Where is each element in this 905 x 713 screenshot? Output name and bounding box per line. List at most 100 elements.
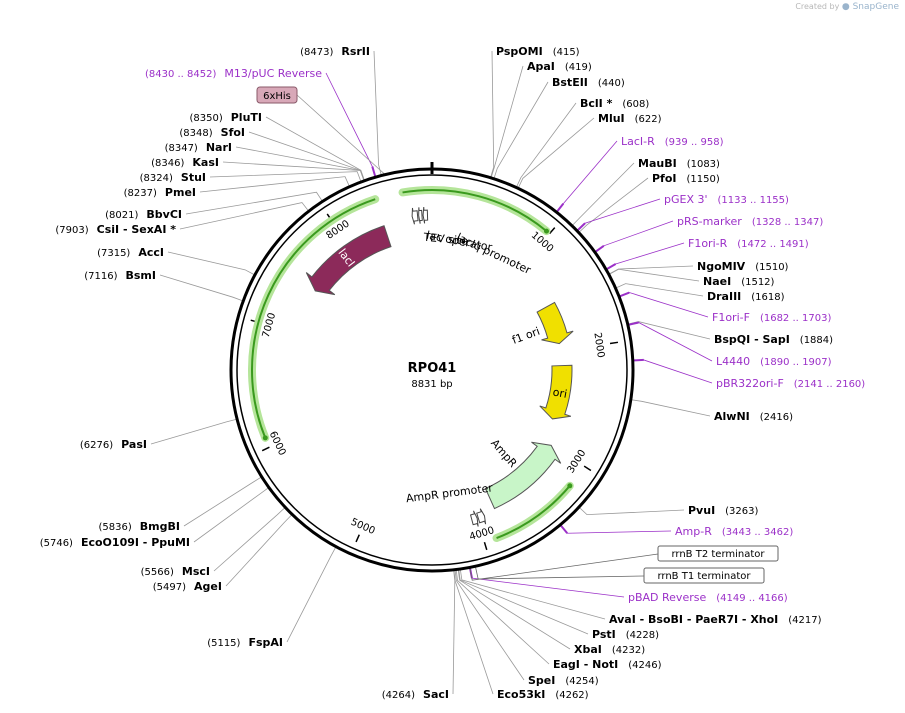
enzyme-label[interactable]: BstEII(440) [552,76,625,89]
rrnb-t1-terminator[interactable]: rrnB T1 terminator [643,567,765,584]
enzyme-label[interactable]: BclI *(608) [580,97,649,110]
plasmid-length: 8831 bp [411,379,452,390]
feature-ampr[interactable] [484,441,562,510]
primer-label[interactable]: F1ori-R(1472 .. 1491) [688,237,809,250]
enzyme-position: (5115) [207,638,240,649]
regulatory-element[interactable] [476,508,487,525]
enzyme-name: ApaI [527,60,555,73]
ring-tick-label: 4000 [468,525,496,543]
enzyme-label[interactable]: MauBI(1083) [638,157,720,170]
enzyme-label[interactable]: EagI - NotI(4246) [553,658,662,671]
enzyme-label[interactable]: AvaI - BsoBI - PaeR7I - XhoI(4217) [609,613,822,626]
enzyme-label[interactable]: RsrII(8473) [300,45,370,58]
enzyme-label[interactable]: PspOMI(415) [496,45,580,58]
ring-tick-label: 5000 [349,517,377,537]
feature-f1-ori[interactable] [536,301,574,345]
feature-label-inside: ori [552,386,568,401]
ring-tick [483,541,488,551]
primer-label[interactable]: pRS-marker(1328 .. 1347) [677,215,823,228]
enzyme-label[interactable]: PvuI(3263) [688,504,759,517]
enzyme-name: SacI [423,688,449,701]
enzyme-name: KasI [192,156,219,169]
enzyme-label[interactable]: AccI(7315) [97,246,164,259]
enzyme-label[interactable]: XbaI(4232) [574,643,645,656]
tag-6xhis[interactable]: 6xHis [256,86,298,104]
regulatory-element[interactable] [411,207,419,225]
connector-line [199,176,350,193]
enzyme-label[interactable]: FspAI(5115) [207,636,283,649]
enzyme-label[interactable]: PmeI(8237) [124,186,196,199]
enzyme-label[interactable]: MscI(5566) [141,565,210,578]
primer-range: (939 .. 958) [665,137,724,148]
enzyme-label[interactable]: BspQI - SapI(1884) [714,333,833,346]
feature-arc-tip [262,435,268,441]
enzyme-label[interactable]: BmgBI(5836) [99,520,180,533]
enzyme-name: PluTI [231,111,262,124]
connector-line [469,567,625,598]
primer-site-mark [594,244,605,254]
enzyme-label[interactable]: Eco53kI(4262) [497,688,589,701]
primer-name: L4440 [716,355,750,368]
enzyme-label[interactable]: AgeI(5497) [153,580,222,593]
enzyme-label[interactable]: BsmI(7116) [84,269,156,282]
ring-tick [548,227,556,235]
enzyme-label[interactable]: PstI(4228) [592,628,659,641]
primer-label[interactable]: pGEX 3'(1133 .. 1155) [664,193,789,206]
connector-line [578,177,649,233]
primer-label[interactable]: pBAD Reverse(4149 .. 4166) [628,591,788,604]
enzyme-position: (5836) [99,522,132,533]
enzyme-label[interactable]: NgoMIV(1510) [697,260,789,273]
primer-label[interactable]: F1ori-F(1682 .. 1703) [712,311,831,324]
primer-site-mark [559,524,569,534]
primer-label[interactable]: L4440(1890 .. 1907) [716,355,832,368]
connector-line [632,359,713,384]
connector-line [608,265,694,275]
rrnb-t2-terminator[interactable]: rrnB T2 terminator [657,545,779,562]
enzyme-position: (1884) [800,335,833,346]
connector-line [490,50,495,178]
enzyme-label[interactable]: SacI(4264) [382,688,449,701]
connector-line [167,251,256,276]
primer-site-mark [576,222,586,232]
rrnb-t2-label: rrnB T2 terminator [671,549,765,560]
regulatory-element[interactable] [469,510,479,527]
connector-line [630,399,711,417]
feature-ori[interactable] [539,364,573,420]
enzyme-position: (8350) [189,113,222,124]
ring-tick-label: 3000 [566,448,589,475]
enzyme-label[interactable]: NaeI(1512) [703,275,775,288]
connector-line [159,274,244,302]
primer-label[interactable]: pBR322ori-F(2141 .. 2160) [716,377,865,390]
regulatory-element[interactable] [422,206,429,224]
regulatory-element[interactable] [418,207,423,224]
enzyme-label[interactable]: CsiI - SexAI *(7903) [55,223,176,236]
enzyme-label[interactable]: EcoO109I - PpuMI(5746) [40,536,190,549]
enzyme-label[interactable]: ApaI(419) [527,60,592,73]
enzyme-name: MauBI [638,157,677,170]
enzyme-label[interactable]: KasI(8346) [151,156,219,169]
enzyme-label[interactable]: PasI(6276) [80,438,147,451]
enzyme-label[interactable]: SpeI(4254) [528,674,599,687]
enzyme-name: AvaI - BsoBI - PaeR7I - XhoI [609,613,778,626]
connector-line [455,569,550,665]
enzyme-label[interactable]: BbvCI(8021) [105,208,182,221]
enzyme-label[interactable]: AlwNI(2416) [714,410,793,423]
enzyme-label[interactable]: PluTI (8350) [189,111,262,124]
enzyme-label[interactable]: PfoI(1150) [652,172,720,185]
primer-name: F1ori-R [688,237,728,250]
enzyme-label[interactable]: MluI(622) [598,112,662,125]
enzyme-label[interactable]: DraIII(1618) [707,290,785,303]
primer-label[interactable]: M13/pUC Reverse(8430 .. 8452) [145,67,322,80]
enzyme-label[interactable]: NarI(8347) [165,141,232,154]
connector-line [618,292,709,318]
enzyme-label[interactable]: SfoI(8348) [179,126,245,139]
primer-label[interactable]: LacI-R(939 .. 958) [621,135,724,148]
connector-line [325,72,376,178]
enzyme-position: (8237) [124,188,157,199]
enzyme-label[interactable]: StuI(8324) [140,171,206,184]
primer-name: pBR322ori-F [716,377,784,390]
enzyme-position: (3263) [725,506,758,517]
feature-laci[interactable] [305,225,392,296]
connector-line [454,569,525,681]
primer-label[interactable]: Amp-R(3443 .. 3462) [675,525,793,538]
